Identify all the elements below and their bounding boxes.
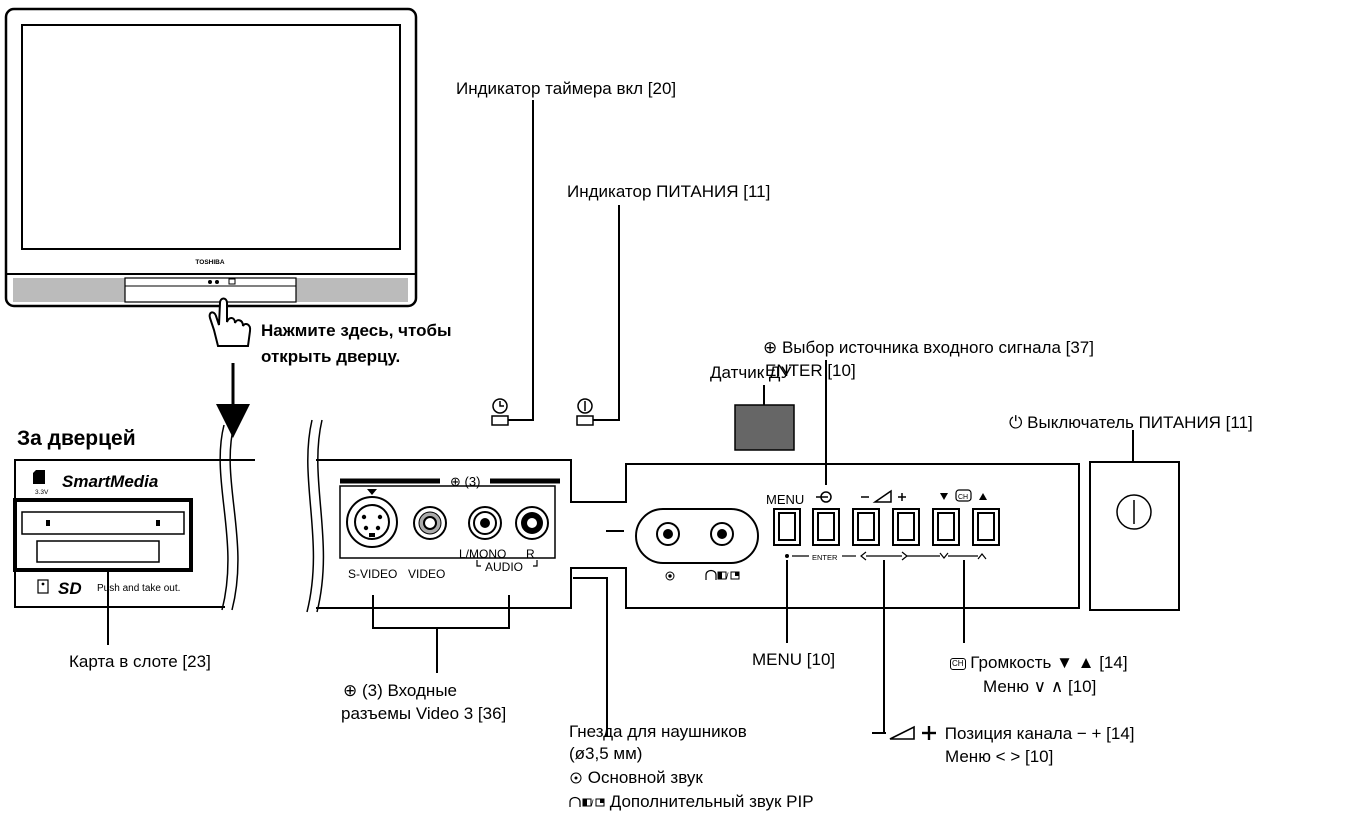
volume-down-button[interactable] [852,508,880,546]
s-video-label: S-VIDEO [348,567,397,581]
channel-label-text: Позиция канала − + [14] [944,724,1135,743]
front-control-panel [306,419,1080,613]
channel-icon: CH [940,489,987,502]
behind-door-heading: За дверцей [17,427,136,450]
power-indicator-icon [576,398,594,426]
av-header-label: ⊕ (3) [450,474,480,489]
callout-lines [107,100,1134,737]
hand-pointer-icon [208,297,252,347]
main-sound-icon [665,571,675,581]
channel-up-button[interactable] [972,508,1000,546]
voltage-label: 3.3V [35,489,49,496]
button-symbol-row [785,551,987,561]
main-sound-icon [570,772,582,784]
headphone-jacks [635,508,759,564]
channel-label-line1: Позиция канала − + [14] [870,723,1135,744]
video-label: VIDEO [408,567,445,581]
enter-key-label: ENTER [812,553,838,562]
sd-logo: SD [58,579,82,598]
pip-headphone-icon: / [705,569,740,581]
door-hint-line2: открыть дверцу. [261,347,401,366]
video-jack [413,506,447,540]
smartmedia-logo: SmartMedia [62,472,158,491]
audio-left-jack [468,506,502,540]
remote-sensor-label: Датчик ДУ [710,363,792,382]
power-switch-panel [1089,461,1180,611]
arrow-down-icon [216,363,250,438]
enter-label: ENTER [10] [765,361,856,380]
menu-button[interactable] [773,508,801,546]
timer-indicator-icon [491,398,509,426]
volume-up-button[interactable] [892,508,920,546]
video3-label-line1: ⊕ (3) Входные [343,681,457,700]
card-slot-label: Карта в слоте [23] [69,652,211,671]
svg-text:/: / [591,798,594,808]
volume-label-line1: CH Громкость ▼ ▲ [14] [950,652,1128,673]
video3-label-line2: разъемы Video 3 [36] [341,704,507,723]
lmono-label: L/MONO [459,547,506,561]
input-select-label: ⊕ Выбор источника входного сигнала [37] [763,338,1094,357]
power-button[interactable] [1116,494,1152,530]
phones-label-line4: / Дополнительный звук PIP [569,791,814,812]
input-enter-button[interactable] [812,508,840,546]
channel-label-line2: Меню < > [10] [945,747,1054,766]
channel-down-button[interactable] [932,508,960,546]
remote-sensor [734,404,795,451]
input-select-icon [816,491,832,503]
svg-text:/: / [726,571,729,581]
s-video-jack [346,489,398,548]
card-slot-panel [13,424,255,611]
pip-headphone-icon: / [569,796,605,808]
tv-illustration [4,7,418,308]
phones-pip-text: Дополнительный звук PIP [609,792,814,811]
power-indicator-label: Индикатор ПИТАНИЯ [11] [567,182,771,201]
volume-icon [872,725,936,740]
timer-indicator-label: Индикатор таймера вкл [20] [456,79,677,98]
phones-label-line1: Гнезда для наушников [569,722,747,741]
menu-label: MENU [10] [752,650,836,669]
audio-right-jack [515,506,549,540]
phones-label-line2: (ø3,5 мм) [569,744,643,763]
door-hint-line1: Нажмите здесь, чтобы [261,321,452,340]
volume-label-line2: Меню ∨ ∧ [10] [983,677,1097,696]
power-switch-label: ⏻ Выключатель ПИТАНИЯ [11] [1009,413,1253,432]
volume-label-text: Громкость ▼ ▲ [14] [970,653,1128,672]
volume-icon [861,489,906,503]
audio-label: AUDIO [485,560,523,574]
svg-text:CH: CH [958,494,968,501]
phones-label-line3: Основной звук [569,767,703,788]
channel-icon: CH [950,657,966,670]
sd-push-hint: Push and take out. [97,583,180,594]
phones-main-sound-text: Основной звук [587,768,703,787]
menu-key-label: MENU [766,492,804,507]
tv-brand: TOSHIBA [195,259,224,266]
r-label: R [526,547,535,561]
